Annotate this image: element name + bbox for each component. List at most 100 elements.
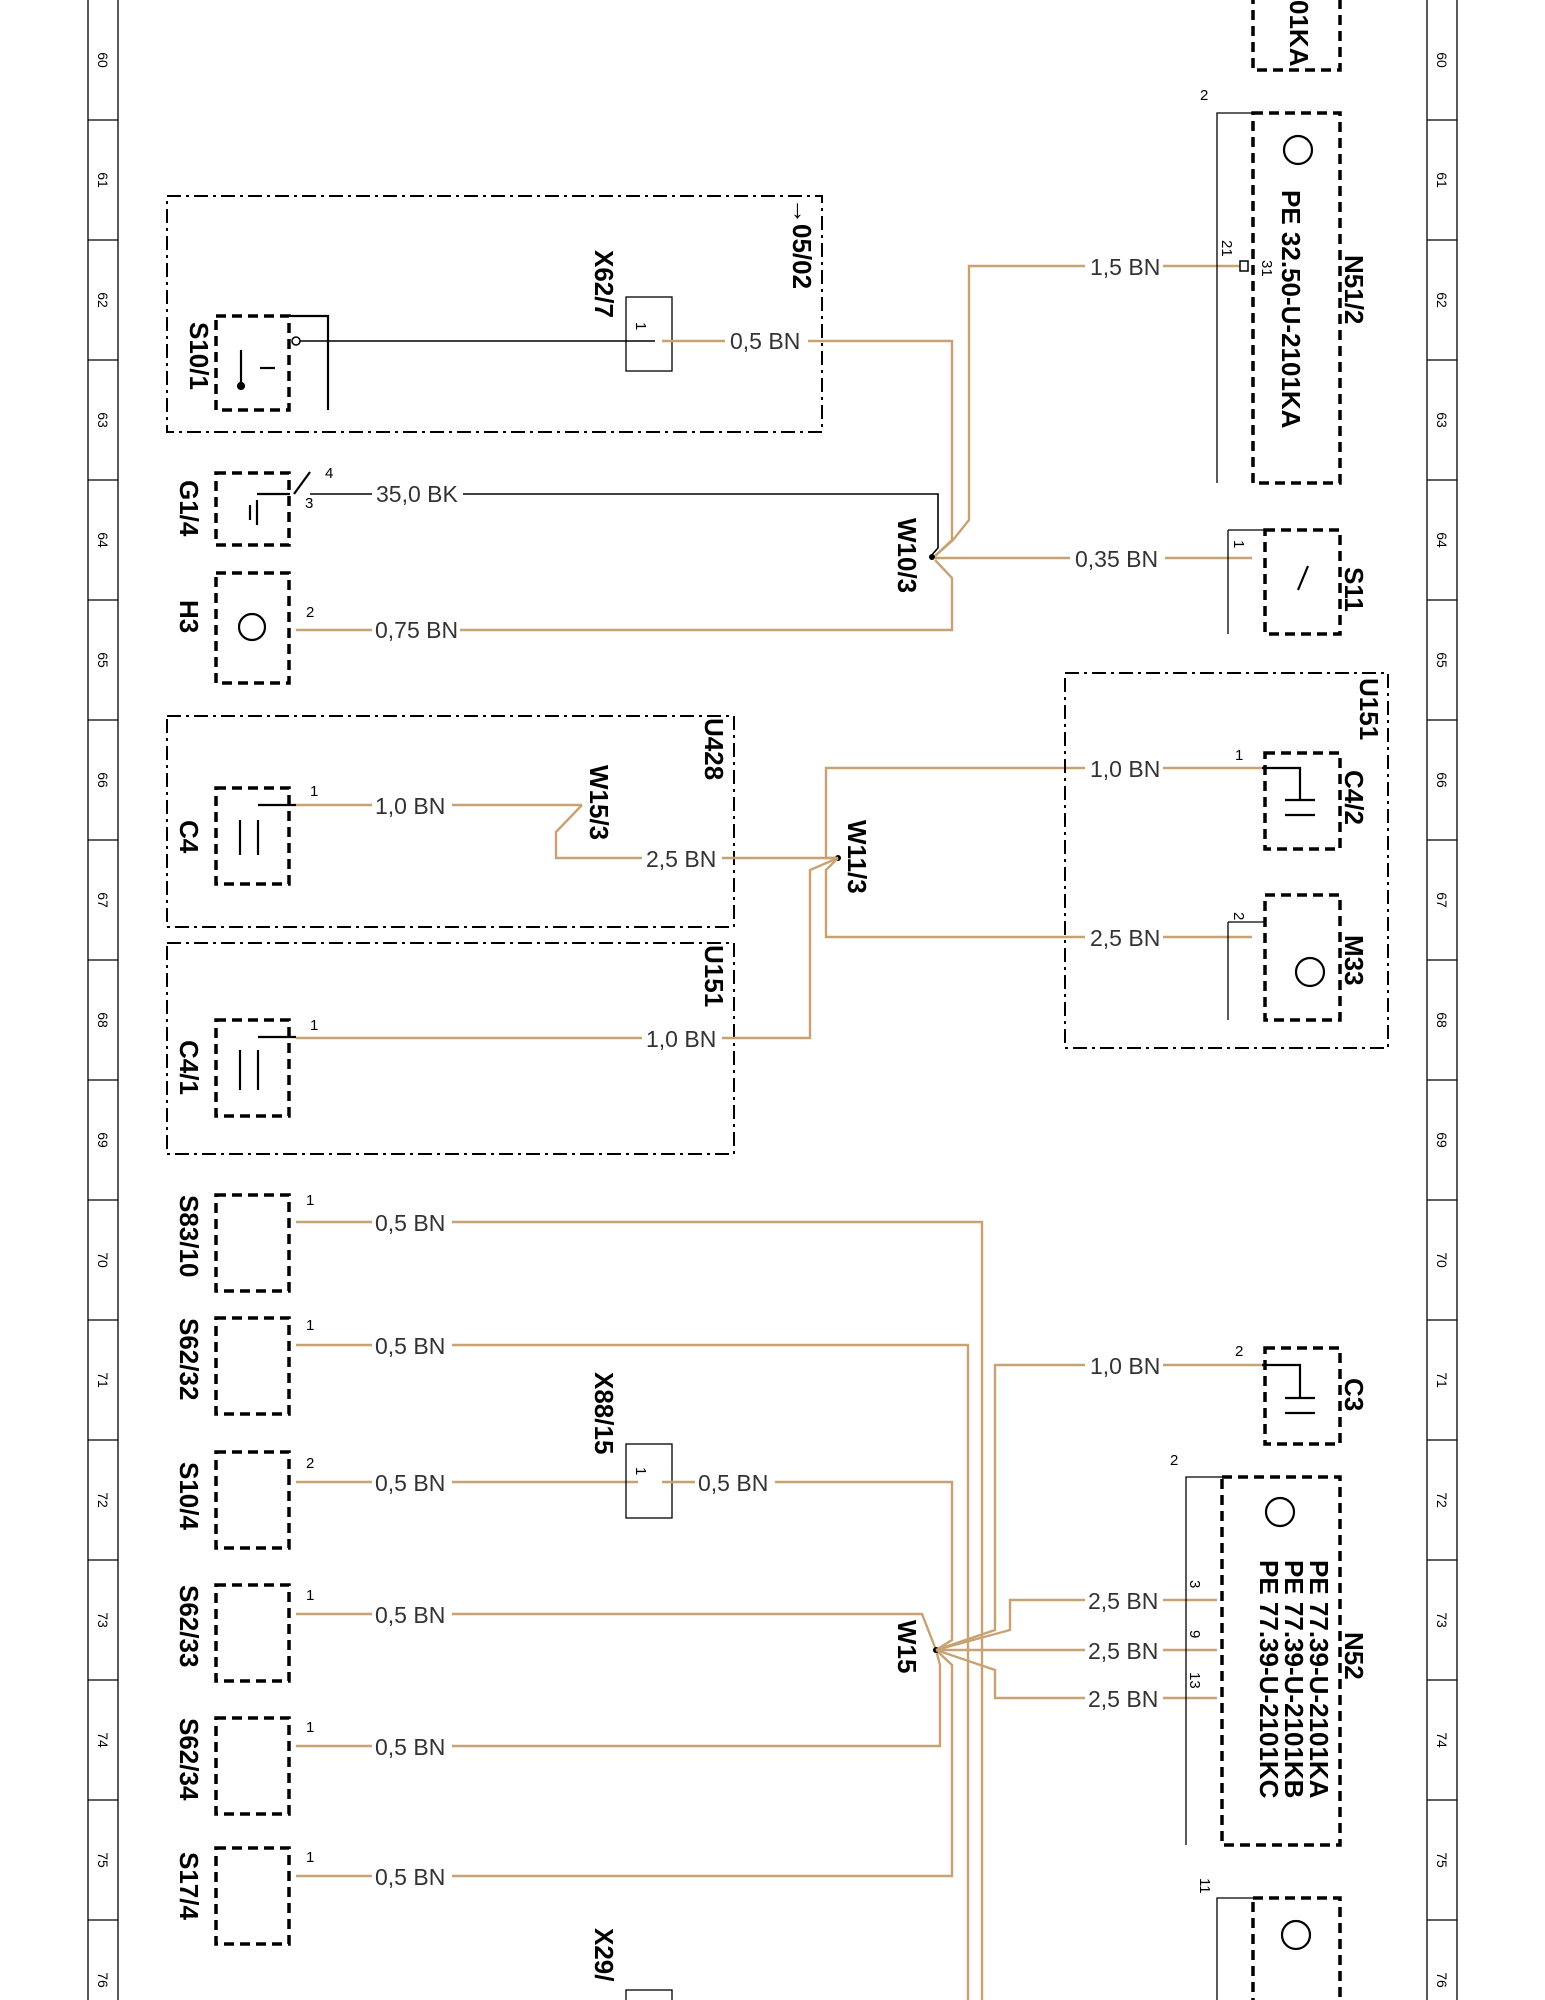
wire-label-s10-4: 0,5 BN — [375, 1470, 445, 1496]
pin-s83-10: 1 — [306, 1192, 314, 1209]
row-number: 62 — [95, 292, 111, 308]
wire-s17-4 — [452, 1649, 954, 1878]
row-number: 68 — [95, 1012, 111, 1028]
label-n52: N52 — [1339, 1632, 1369, 1680]
pin-m33: 2 — [1230, 912, 1247, 920]
component-s62-32[interactable] — [214, 1316, 291, 1416]
wire-w15-3 — [554, 804, 642, 860]
component-s17-4[interactable] — [214, 1846, 291, 1946]
pin-x88-15: 1 — [632, 1467, 649, 1475]
row-number: 61 — [1434, 172, 1450, 188]
pin-s17-4: 1 — [306, 1849, 314, 1866]
component-s11[interactable] — [1263, 528, 1342, 636]
component-h3[interactable] — [214, 571, 291, 685]
component-n51-2[interactable] — [1251, 111, 1342, 485]
pin-n51-2-b: 31 — [1258, 260, 1275, 277]
wire-label-s83-10: 0,5 BN — [375, 1210, 445, 1236]
capacitor-symbol-c4-1 — [238, 1035, 296, 1090]
wire-label-x88-15: 0,5 BN — [698, 1470, 768, 1496]
pin-h3: 2 — [306, 604, 314, 621]
component-m33[interactable] — [1263, 893, 1342, 1022]
pin-g1-4-a: 4 — [325, 465, 333, 482]
label-s62-32: S62/32 — [174, 1318, 204, 1400]
label-n51-2: N51/2 — [1339, 255, 1369, 324]
label-s11: S11 — [1339, 567, 1369, 612]
label-n51-2-pe: PE 32.50-U-2101KA — [1276, 190, 1306, 429]
row-number: 63 — [95, 412, 111, 428]
row-number: 60 — [1434, 52, 1450, 68]
component-bottom-fragment[interactable] — [1251, 1896, 1342, 2000]
label-c4-1: C4/1 — [174, 1040, 204, 1095]
component-s62-33[interactable] — [214, 1583, 291, 1683]
enclosure-u151-right — [1064, 672, 1389, 1049]
wire-s62-32 — [452, 1343, 970, 2000]
pin-s11: 1 — [1230, 540, 1247, 548]
ref-05-02: →05/02 — [787, 198, 817, 289]
row-number: 68 — [1434, 1012, 1450, 1028]
left-row-rail — [87, 0, 119, 2000]
row-number: 67 — [95, 892, 111, 908]
label-s17-4: S17/4 — [174, 1852, 204, 1920]
enclosure-s10-1 — [166, 195, 823, 433]
enclosure-u151-left — [166, 942, 735, 1155]
component-c4-1[interactable] — [214, 1018, 291, 1118]
label-s62-34: S62/34 — [174, 1718, 204, 1801]
wire-label-c4: 1,0 BN — [375, 793, 445, 819]
wire-label-s62-32: 0,5 BN — [375, 1333, 445, 1359]
capacitor-symbol-c4-2 — [1262, 766, 1315, 817]
component-s62-34[interactable] — [214, 1716, 291, 1816]
pin-n51-2-top: 2 — [1200, 87, 1208, 104]
right-row-rail — [1426, 0, 1458, 2000]
connector-x29[interactable] — [625, 1989, 673, 2000]
component-s10-4[interactable] — [214, 1450, 291, 1550]
label-top-fragment: 01KA — [1284, 0, 1314, 67]
wire-label-x62-7: 0,5 BN — [730, 328, 800, 354]
wire-label-n52-1: 2,5 BN — [1088, 1588, 1158, 1614]
label-w10-3: W10/3 — [892, 518, 922, 593]
label-s10-4: S10/4 — [174, 1462, 204, 1530]
wire-label-s11: 0,35 BN — [1075, 546, 1158, 572]
component-n52[interactable] — [1220, 1475, 1342, 1847]
component-s10-1[interactable] — [214, 314, 291, 412]
row-number: 71 — [95, 1372, 111, 1388]
pin-c4-2: 1 — [1235, 747, 1243, 764]
row-number: 72 — [1434, 1492, 1450, 1508]
label-s10-1: S10/1 — [184, 322, 214, 390]
pin-s62-34: 1 — [306, 1719, 314, 1736]
component-c4-2[interactable] — [1263, 751, 1342, 851]
row-number: 64 — [95, 532, 111, 548]
wire-x88-15 — [775, 1480, 954, 1652]
wire-label-g1-4: 35,0 BK — [376, 481, 458, 507]
label-x88-15: X88/15 — [589, 1372, 619, 1454]
component-top-fragment[interactable] — [1251, 0, 1342, 72]
label-n52-pe2: PE 77.39-U-2101KB — [1279, 1560, 1309, 1798]
wire-s62-34 — [452, 1649, 942, 1748]
motor-symbol-m33 — [1294, 956, 1326, 988]
pin-s62-32: 1 — [306, 1317, 314, 1334]
connector-x62-7[interactable] — [625, 296, 673, 372]
lamp-symbol-bottom — [1280, 1919, 1312, 1951]
label-c3: C3 — [1339, 1378, 1369, 1411]
lamp-symbol-n51-2 — [1282, 134, 1314, 166]
pin-n52-top: 2 — [1170, 1452, 1178, 1469]
label-x62-7: X62/7 — [589, 250, 619, 318]
label-w15: W15 — [892, 1620, 922, 1673]
pin-n52-b: 9 — [1186, 1630, 1203, 1638]
row-number: 70 — [95, 1252, 111, 1268]
component-c4[interactable] — [214, 786, 291, 886]
pin-s10-4: 2 — [306, 1455, 314, 1472]
row-number: 71 — [1434, 1372, 1450, 1388]
row-number: 73 — [95, 1612, 111, 1628]
capacitor-symbol-c3 — [1262, 1363, 1315, 1415]
label-w15-3: W15/3 — [584, 765, 614, 840]
pin-c4-1: 1 — [310, 1017, 318, 1034]
label-s62-33: S62/33 — [174, 1585, 204, 1667]
component-c3[interactable] — [1263, 1346, 1342, 1446]
wire-label-n52-2: 2,5 BN — [1088, 1638, 1158, 1664]
component-g1-4[interactable] — [214, 471, 291, 547]
wire-s83-10 — [452, 1220, 984, 2000]
capacitor-symbol-c4 — [238, 803, 296, 855]
component-s83-10[interactable] — [214, 1193, 291, 1293]
